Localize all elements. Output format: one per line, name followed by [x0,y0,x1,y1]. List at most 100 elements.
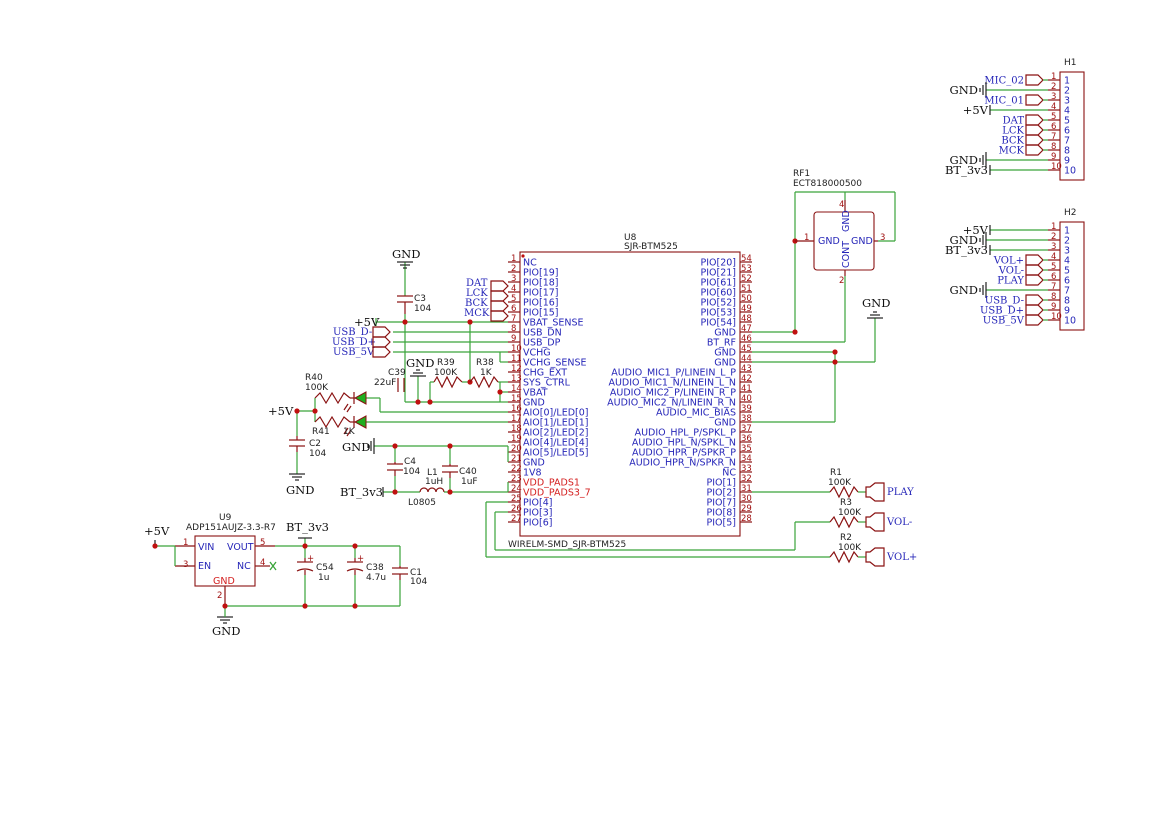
bt3v3-l1: BT_3v3 [340,485,383,499]
svg-text:VOUT: VOUT [227,542,254,553]
gnd-c2: GND [286,473,314,497]
svg-text:DAT: DAT [466,278,488,289]
rf1-gnd-right: GND [851,236,873,247]
u8-pin-name-left: PIO[18] [523,278,559,289]
svg-text:GND: GND [213,576,235,587]
svg-text:GND: GND [286,483,314,497]
u8-pin-name-left: VCHG_SENSE [523,358,587,369]
svg-text:22uF: 22uF [374,378,396,388]
svg-text:C40: C40 [459,467,477,477]
net-flag [1025,74,1044,86]
net-flag [1025,314,1044,326]
svg-text:C54: C54 [316,563,334,573]
net-flag [1025,294,1044,306]
svg-text:ADP151AUJZ-3.3-R7: ADP151AUJZ-3.3-R7 [186,523,276,533]
svg-text:L0805: L0805 [408,498,436,508]
svg-text:R2: R2 [840,533,852,543]
u8-pin-name-left: VBAT_SENSE [523,318,584,329]
svg-text:R1: R1 [830,468,842,478]
svg-text:1K: 1K [480,368,493,378]
u8-pin-num-right: 31 [741,484,752,494]
svg-text:100K: 100K [838,508,862,518]
header-pin-num: 1 [1051,72,1056,82]
u8-pin-name-left: NC [523,258,537,269]
header-pin-label: 8 [1064,146,1070,157]
svg-text:R38: R38 [476,358,494,368]
u8-footprint: WIRELM-SMD_SJR-BTM525 [508,540,626,550]
u8-pin-num-right: 51 [741,284,752,294]
u8-pin-name-left: AIO[0]/LED[0] [523,408,589,419]
header-pin-label: 6 [1064,276,1070,287]
svg-text:U9: U9 [219,513,232,523]
u8-pin-name-right: NC [722,468,736,479]
passives: C3 104 C39 22uF R39 100K R38 1K R40 100K… [289,294,917,567]
net-flag [1025,94,1044,106]
svg-text:PLAY: PLAY [887,487,914,498]
header-pin-num: 9 [1051,302,1056,312]
svg-text:VIN: VIN [198,542,214,553]
play-flag [865,482,885,502]
u8-pin-name-right: AUDIO_MIC2_N/LINEIN_R_N [607,398,736,409]
u8-pin-num-left: 5 [511,294,516,304]
rf1-gnd-left: GND [818,236,840,247]
net-flag-label: BCK [1001,136,1024,147]
header-pin-num: 4 [1051,252,1056,262]
u8-pin-name-right: BT_RF [707,338,736,349]
u8-pin-name-right: AUDIO_HPL_P/SPKL_P [635,428,737,439]
u8-pin-name-left: PIO[19] [523,268,559,279]
net-flag [1025,254,1044,266]
u8-pin-num-right: 47 [741,324,752,334]
u8-pin-name-left: PIO[6] [523,518,552,529]
power-label: BT_3v3 [945,163,988,177]
u8-pin-name-right: AUDIO_HPR_N/SPKR_N [629,458,736,469]
net-flag [1025,134,1044,146]
svg-text:USB_5V: USB_5V [333,347,375,358]
u8-pin-num-right: 43 [741,364,752,374]
gnd-label: GND [950,83,978,97]
u8-pin-name-left: PIO[3] [523,508,552,519]
u8-pin-name-left: PIO[4] [523,498,552,509]
u8-pin-name-left: VBAT [523,388,548,399]
net-flag [1025,274,1044,286]
net-flag [1025,304,1044,316]
header-pin-label: 4 [1064,256,1070,267]
svg-text:GND: GND [862,296,890,310]
u8-pin-name-left: AIO[1]/LED[1] [523,418,589,429]
u8-pin-name-left: CHG_EXT [523,368,567,379]
u8-pin-num-right: 32 [741,474,752,484]
u8-pin-num-right: 41 [741,384,752,394]
u8-pin-num-left: 19 [511,434,522,444]
u8-pin-name-left: USB_DN [523,328,562,339]
u8-pin-num-left: 3 [511,274,516,284]
svg-text:MCK: MCK [464,308,490,319]
u8-pin-name-right: PIO[54] [700,318,736,329]
net-flag-label: USB_D+ [980,306,1024,317]
nc-marker [269,561,277,571]
u8-pin-name-left: VDD_PADS3_7 [523,488,591,499]
svg-text:1u: 1u [318,573,329,583]
net-flag [1025,264,1044,276]
svg-text:C2: C2 [309,439,321,449]
header-pin-label: 4 [1064,106,1070,117]
u8-pin-name-right: PIO[2] [707,488,736,499]
header-pin-label: 2 [1064,236,1070,247]
header-pin-num: 6 [1051,122,1056,132]
u8-pin-name-left: SYS_CTRL [523,378,571,389]
svg-text:100K: 100K [305,383,329,393]
net-flag-label: PLAY [997,276,1024,287]
junctions [294,238,838,495]
u8-pin-name-left: GND [523,458,545,469]
rf1-pin4: 4 [839,200,844,210]
u8-pin-num-left: 22 [511,464,522,474]
u8-pin-num-right: 38 [741,414,752,424]
svg-text:C38: C38 [366,563,384,573]
u8-pin-name-right: PIO[1] [707,478,736,489]
svg-text:EN: EN [198,561,211,572]
gnd-label: GND [950,283,978,297]
u8-pin-name-right: PIO[7] [707,498,736,509]
net-flag-label: LCK [1002,126,1024,137]
u8-pin-num-left: 9 [511,334,516,344]
svg-text:5: 5 [260,538,265,548]
u8-pin-name-right: AUDIO_MIC2_P/LINEIN_R_P [610,388,736,399]
svg-text:1K: 1K [343,427,356,437]
